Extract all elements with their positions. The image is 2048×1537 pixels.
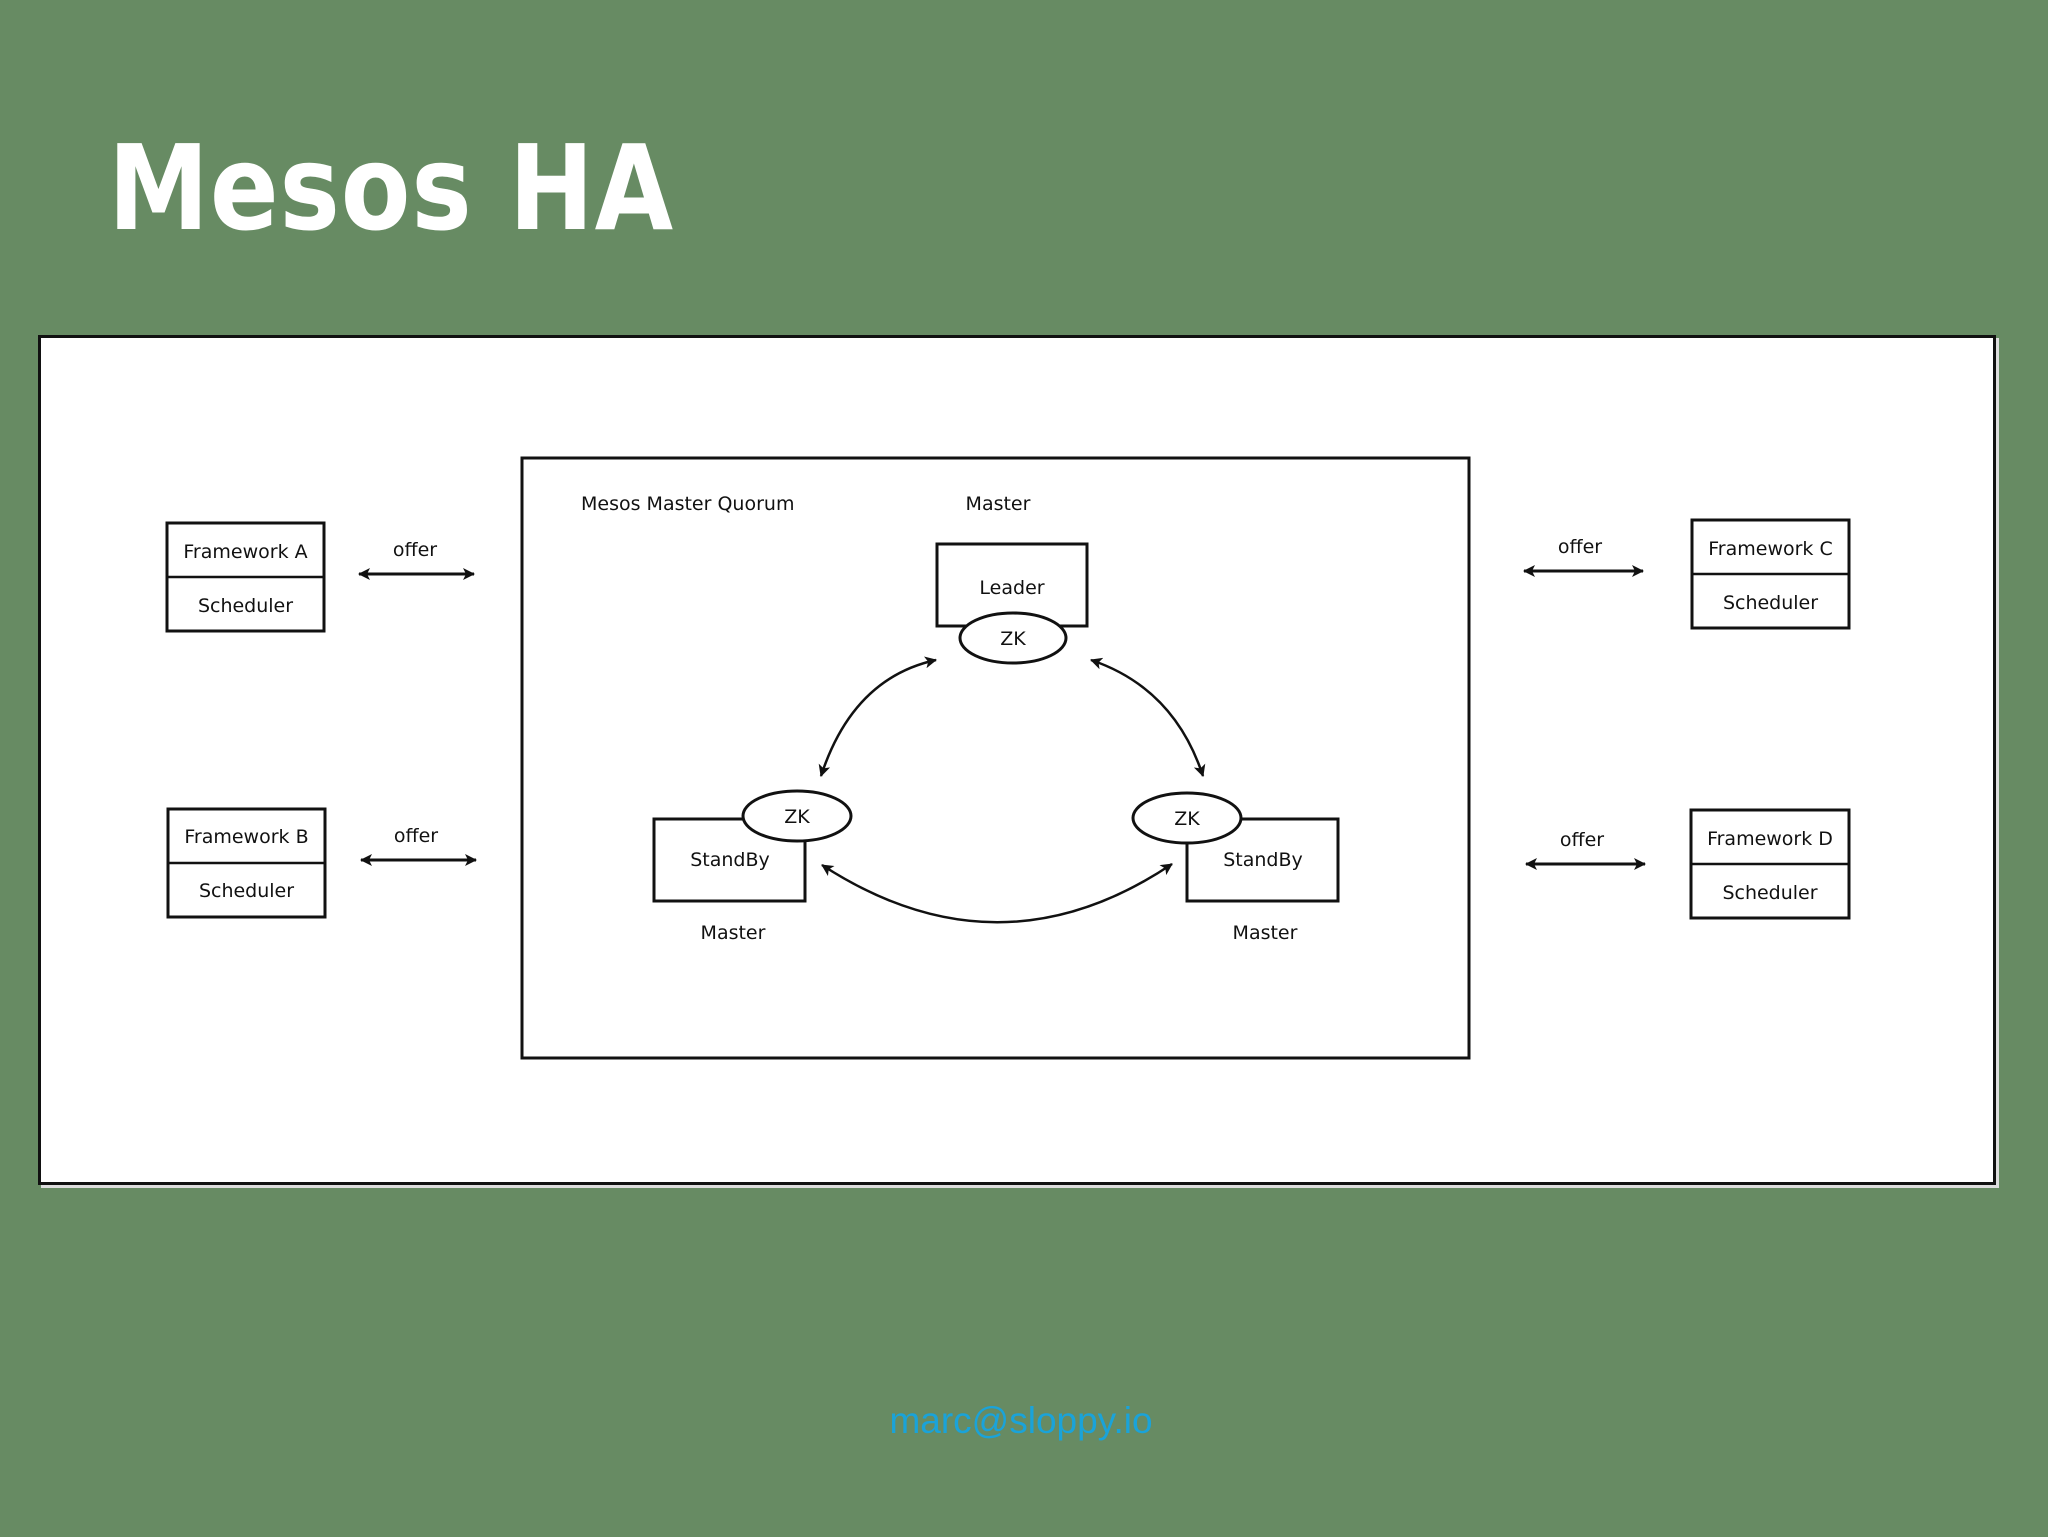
leader-master-caption: Master [966, 493, 1031, 515]
framework-d-offer-label: offer [1560, 829, 1604, 851]
framework-b-node: Framework B Scheduler [166, 807, 327, 919]
footer-email-link[interactable]: marc@sloppy.io [889, 1400, 1153, 1441]
standby-right-state-label: StandBy [1223, 849, 1303, 871]
master-quorum-box [520, 456, 1471, 1060]
standby-right-zk-node [1131, 791, 1243, 845]
framework-d-node: Framework D Scheduler [1689, 808, 1851, 920]
standby-right-master-caption: Master [1233, 922, 1298, 944]
quorum-label: Mesos Master Quorum [581, 493, 794, 515]
standby-left-state-label: StandBy [690, 849, 770, 871]
zk-sync-arrow-left-right [821, 862, 1173, 924]
framework-a-role: Scheduler [198, 595, 293, 617]
framework-a-node: Framework A Scheduler [165, 521, 326, 633]
zk-sync-arrow-leader-right [1090, 657, 1206, 777]
framework-c-offer-label: offer [1558, 536, 1602, 558]
framework-b-role: Scheduler [199, 880, 294, 902]
standby-left-master-node: StandBy ZK [652, 789, 853, 903]
framework-a-offer-label: offer [393, 539, 437, 561]
framework-b-offer-label: offer [394, 825, 438, 847]
leader-master-node: Leader ZK [935, 542, 1089, 665]
standby-left-zk-label: ZK [784, 806, 810, 828]
framework-d-name: Framework D [1707, 828, 1833, 850]
framework-c-name: Framework C [1708, 538, 1832, 560]
framework-c-node: Framework C Scheduler [1690, 518, 1851, 630]
framework-d-role: Scheduler [1722, 882, 1817, 904]
framework-c-role: Scheduler [1723, 592, 1818, 614]
leader-state-label: Leader [979, 577, 1044, 599]
standby-right-master-node: StandBy ZK [1131, 791, 1340, 903]
standby-left-zk-node [741, 789, 853, 843]
diagram-panel: Mesos Master Quorum Framework A Schedule… [38, 335, 1996, 1185]
architecture-diagram: Mesos Master Quorum Framework A Schedule… [165, 456, 1851, 1060]
standby-left-master-caption: Master [701, 922, 766, 944]
framework-b-name: Framework B [184, 826, 308, 848]
framework-a-name: Framework A [183, 541, 307, 563]
leader-zk-label: ZK [1000, 628, 1026, 650]
slide-title: Mesos HA [108, 119, 675, 257]
leader-zk-node [958, 611, 1068, 665]
zk-sync-arrow-leader-left [818, 656, 937, 777]
standby-right-zk-label: ZK [1174, 808, 1200, 830]
